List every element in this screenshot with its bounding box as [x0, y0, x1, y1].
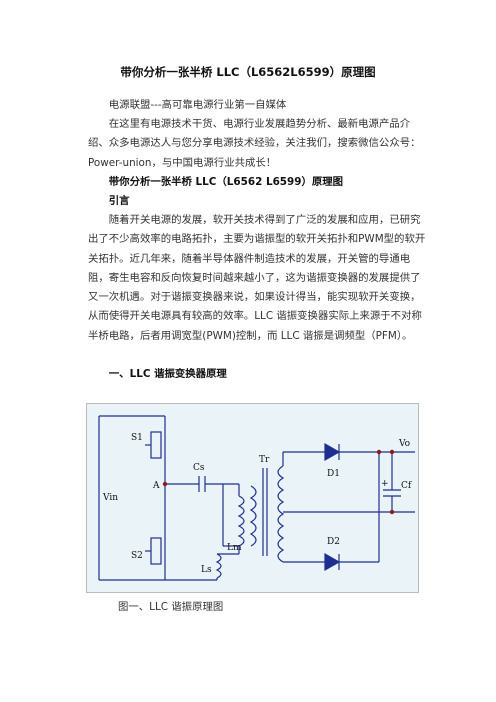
s2-switch [150, 537, 162, 565]
label-d2: D2 [327, 537, 340, 547]
tr-secondary [277, 465, 285, 563]
label-tr: Tr [259, 455, 270, 465]
llc-circuit-figure: S1 S2 Vin A Cs Tr Lm Ls D1 D2 Vo Cf + [86, 403, 419, 593]
section-heading-intro: 引言 [108, 195, 130, 207]
page-title: 带你分析一张半桥 LLC（L6562L6599）原理图 [120, 65, 376, 79]
intro-line: 电源联盟---高可靠电源行业第一自媒体 [108, 99, 287, 111]
label-ls: Ls [201, 565, 212, 575]
label-cs: Cs [193, 463, 205, 473]
label-vo: Vo [398, 439, 410, 449]
tr-primary [249, 485, 257, 547]
label-lm: Lm [227, 543, 242, 553]
intro-paragraph: 在这里有电源技术干货、电源行业发展趋势分析、最新电源产品介绍、众多电源达人与您分… [88, 118, 421, 169]
subtitle: 带你分析一张半桥 LLC（L6562 L6599）原理图 [108, 176, 344, 188]
lm-inductor [237, 495, 245, 547]
s1-switch [150, 431, 162, 459]
ls-inductor [215, 553, 222, 579]
d1-diode [324, 442, 341, 462]
label-cf: Cf [401, 481, 412, 491]
label-vin: Vin [102, 493, 118, 503]
figure-caption: 图一、LLC 谐振原理图 [118, 601, 224, 613]
section-heading-llc: 一、LLC 谐振变换器原理 [108, 368, 227, 380]
label-plus: + [381, 479, 389, 489]
d2-diode [324, 552, 341, 572]
label-s1: S1 [131, 433, 143, 443]
label-d1: D1 [327, 469, 340, 479]
llc-schematic: S1 S2 Vin A Cs Tr Lm Ls D1 D2 Vo Cf + [98, 415, 415, 581]
body-paragraph: 随着开关电源的发展，软开关技术得到了广泛的发展和应用，已研究出了不少高效率的电路… [88, 214, 426, 342]
label-s2: S2 [131, 551, 143, 561]
label-a: A [152, 481, 160, 491]
